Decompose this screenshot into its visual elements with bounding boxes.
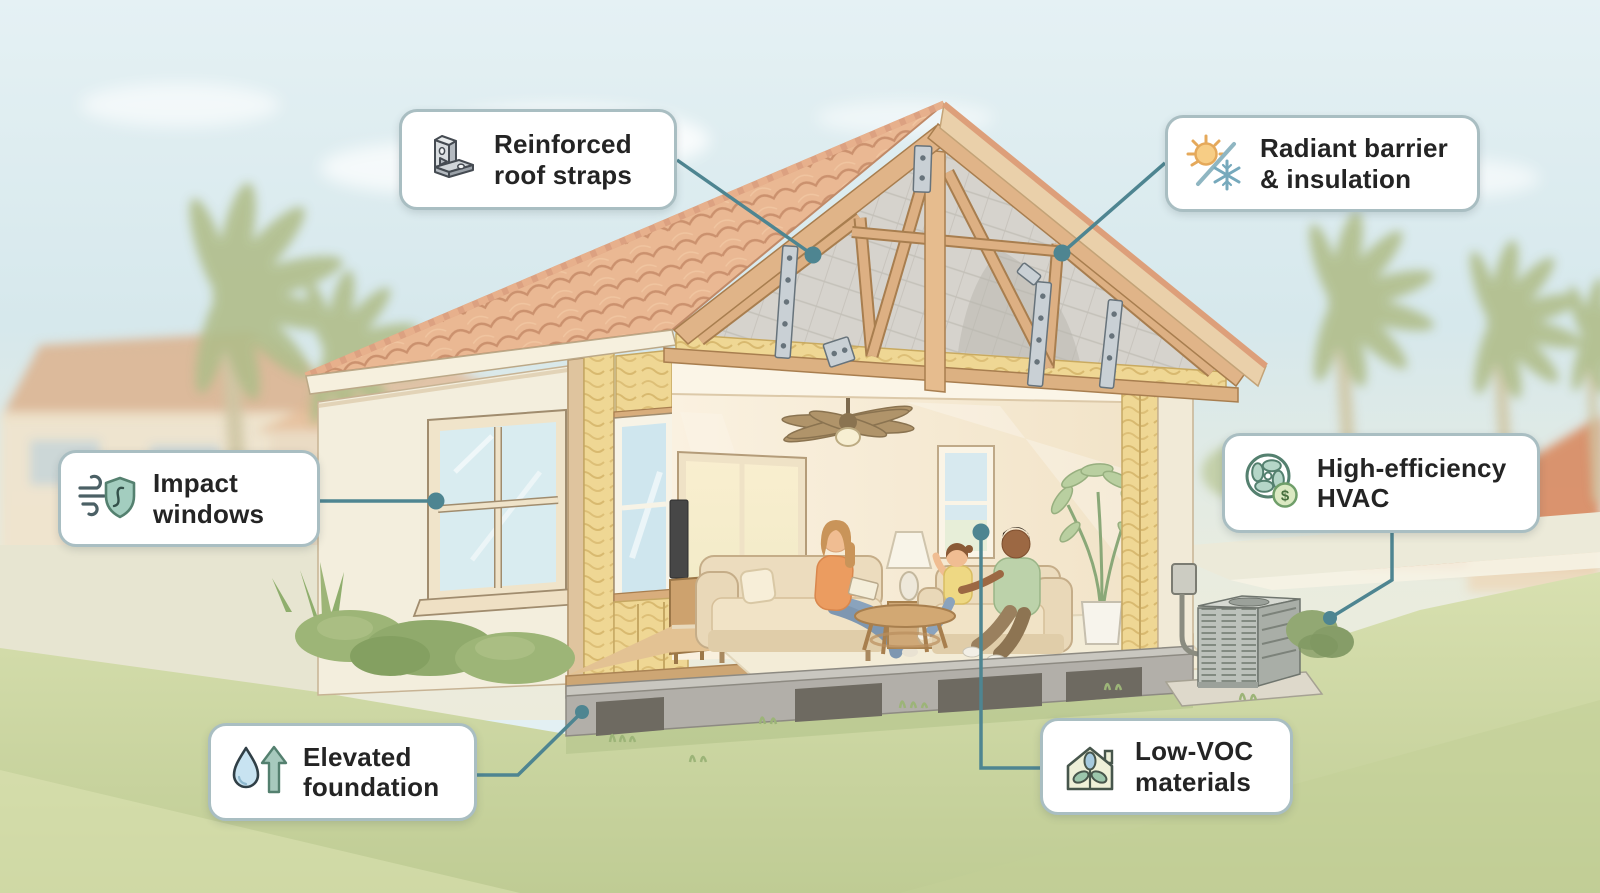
foundation-pier-openings [596,667,1142,736]
wind-shield-icon [78,474,136,518]
svg-text:$: $ [1281,488,1290,505]
callout-impact-windows: Impact windows [58,450,320,547]
roof-strap-bracket-icon [434,134,474,178]
electrical-box [1171,563,1197,595]
dollar-badge [1272,482,1298,508]
front-bushes [272,562,575,684]
callout-high-efficiency-hvac: $ High-efficiency HVAC [1222,433,1540,533]
fan-dollar-icon: $ [1245,453,1298,508]
callout-label: Impact windows [153,468,265,529]
callout-radiant-barrier: Radiant barrier & insulation [1165,115,1480,212]
impact-window [412,408,582,617]
tv [669,499,689,579]
house-cutaway [317,348,1218,696]
leader-low-voc [979,532,1040,770]
grass-tufts [608,682,1258,763]
sun-snowflake-icon [1186,134,1241,190]
wall-insulation-left [583,348,615,681]
leader-radiant-barrier [1060,161,1167,255]
lawn-light [0,770,520,893]
leader-roof-straps [675,158,815,257]
callout-label: Elevated foundation [303,741,440,802]
hurricane-straps [774,145,1124,390]
droplet-arrow-icon [232,745,288,794]
right-exterior-wall [1157,369,1194,685]
leader-hvac [1329,533,1394,620]
leader-foundation [477,710,584,777]
callout-label: Reinforced roof straps [494,129,633,190]
leader-dots [427,244,1337,719]
leader-lines [320,158,1394,777]
callout-label: Radiant barrier & insulation [1260,133,1448,194]
ceiling-fan [781,398,915,447]
house-plant-icon [1066,746,1114,790]
callout-elevated-foundation: Elevated foundation [208,723,477,821]
exposed-roof-trusses [663,122,1248,403]
interior-window [937,445,995,559]
callout-label: High-efficiency HVAC [1317,452,1507,513]
roof [304,100,1268,403]
callout-reinforced-roof-straps: Reinforced roof straps [399,109,677,210]
callout-label: Low-VOC materials [1135,736,1254,797]
child [918,543,973,640]
callout-low-voc-materials: Low-VOC materials [1040,718,1293,815]
coffee-table [854,604,956,655]
